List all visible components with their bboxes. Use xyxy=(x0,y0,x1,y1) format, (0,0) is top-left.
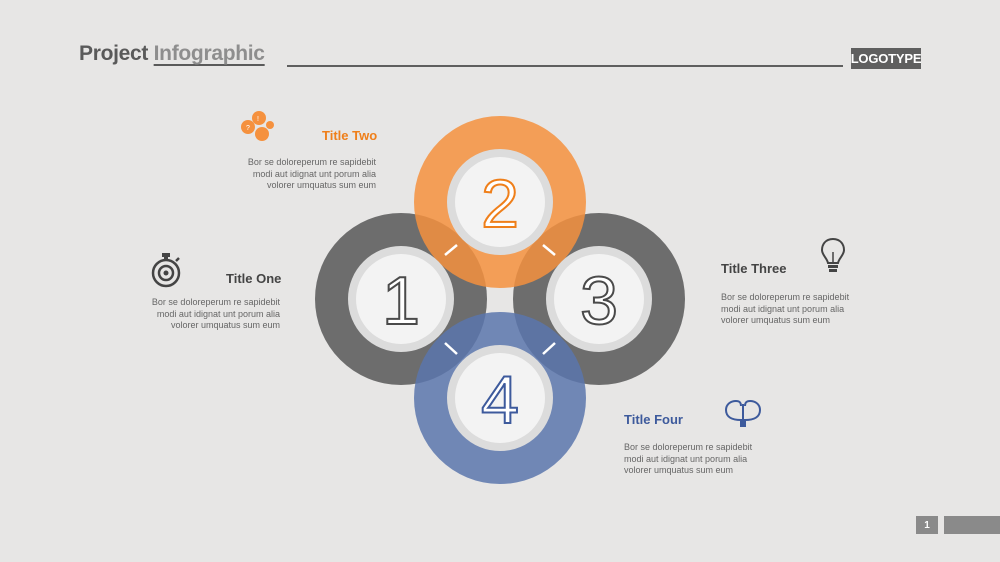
item-body-two: Bor se doloreperum re sapidebit modi aut… xyxy=(247,157,376,190)
page-title-part2: Infographic xyxy=(153,42,265,65)
page-number: 1 xyxy=(916,516,938,534)
page-bar xyxy=(944,516,1000,534)
svg-text:!: ! xyxy=(257,116,259,123)
header-divider xyxy=(287,65,843,67)
inner-circle-3: 3 xyxy=(546,246,652,352)
page-title: Project Infographic xyxy=(79,42,265,66)
two-heads-icon xyxy=(724,399,762,427)
people-network-icon: ? ! xyxy=(241,111,274,141)
circle-number-3: 3 xyxy=(580,263,618,339)
stopwatch-icon xyxy=(151,253,181,288)
item-body-three: Bor se doloreperum re sapidebit modi aut… xyxy=(721,292,850,325)
item-title-three: Title Three xyxy=(721,261,787,276)
svg-text:?: ? xyxy=(246,125,250,132)
circle-number-2: 2 xyxy=(481,166,519,242)
item-body-four: Bor se doloreperum re sapidebit modi aut… xyxy=(624,442,753,475)
light-bulb-icon xyxy=(820,237,846,272)
item-title-two: Title Two xyxy=(322,128,378,143)
inner-circle-1: 1 xyxy=(348,246,454,352)
item-title-one: Title One xyxy=(226,271,282,286)
item-body-one: Bor se doloreperum re sapidebit modi aut… xyxy=(151,297,280,330)
circle-number-4: 4 xyxy=(481,362,519,438)
page-title-part1: Project xyxy=(79,42,154,65)
item-title-four: Title Four xyxy=(624,412,683,427)
circle-number-1: 1 xyxy=(382,263,420,339)
inner-circle-4: 4 xyxy=(447,345,553,451)
logotype: LOGOTYPE xyxy=(851,48,922,69)
inner-circle-2: 2 xyxy=(447,149,553,255)
